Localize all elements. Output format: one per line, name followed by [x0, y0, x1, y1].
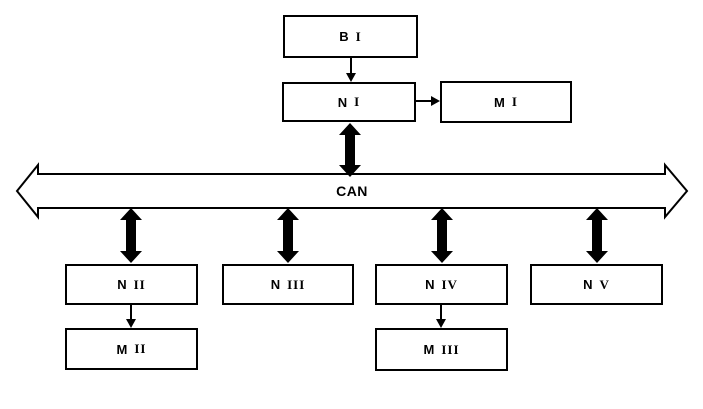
- node-label-numeral: IV: [441, 276, 458, 292]
- node-label-letter: M: [423, 342, 436, 357]
- node-box-ni: N I: [282, 82, 416, 122]
- node-label-letter: N: [337, 94, 349, 110]
- arrow-bi-ni: [346, 58, 356, 82]
- arrow-ni-mi: [416, 96, 440, 106]
- node-label-letter: M: [116, 341, 129, 357]
- arrow-nii-mii: [126, 305, 136, 328]
- node-label-letter: N: [270, 277, 282, 292]
- node-label-numeral: V: [599, 276, 610, 292]
- node-label-numeral: III: [441, 341, 460, 357]
- thick-double-arrow-can-niv: [431, 208, 453, 263]
- node-box-miii: M III: [375, 328, 508, 371]
- node-box-niv: N IV: [375, 264, 508, 305]
- thick-double-arrow-can-nv: [586, 208, 608, 263]
- node-label-numeral: I: [354, 94, 361, 109]
- thick-double-arrow-can-nii: [120, 208, 142, 263]
- node-label-numeral: II: [134, 341, 147, 356]
- node-label-letter: N: [583, 277, 594, 292]
- node-box-nv: N V: [530, 264, 663, 305]
- can-bus-label: CAN: [336, 183, 368, 199]
- node-label-letter: N: [117, 277, 128, 292]
- arrow-niv-miii: [436, 305, 446, 328]
- node-label-letter: M: [494, 94, 506, 110]
- node-label-numeral: I: [511, 94, 518, 109]
- node-label-letter: N: [425, 277, 436, 292]
- thick-double-arrow-ni-can: [339, 123, 361, 177]
- node-label-numeral: I: [355, 28, 362, 44]
- node-label-numeral: II: [133, 276, 146, 292]
- node-label-letter: B: [339, 29, 350, 44]
- node-box-mii: M II: [65, 328, 198, 370]
- node-box-nii: N II: [65, 264, 198, 305]
- can-bus-double-arrow: [15, 162, 689, 220]
- node-box-mi: M I: [440, 81, 572, 123]
- node-box-bi: B I: [283, 15, 418, 58]
- node-label-numeral: III: [287, 276, 306, 292]
- node-box-niii: N III: [222, 264, 354, 305]
- thick-double-arrow-can-niii: [277, 208, 299, 263]
